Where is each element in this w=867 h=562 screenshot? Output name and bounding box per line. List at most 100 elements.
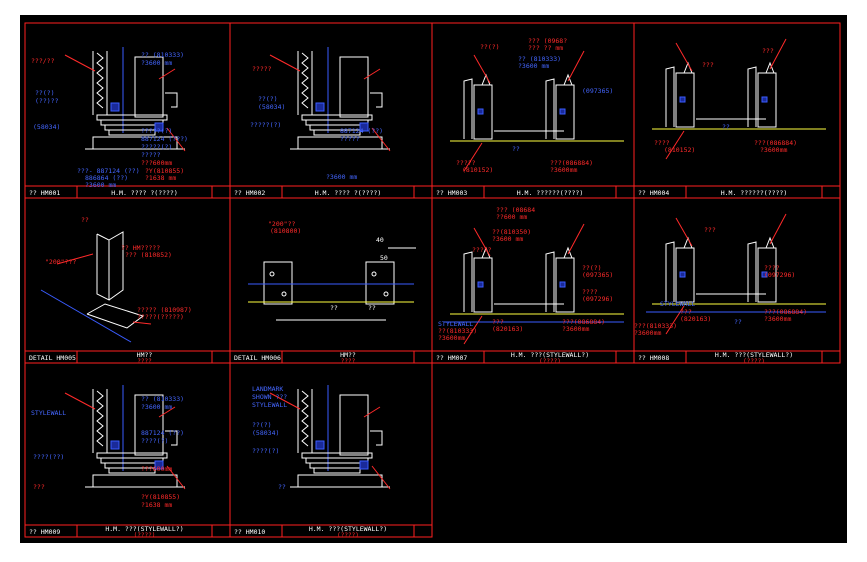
fixing-box: [761, 271, 768, 278]
callout-label: (810800): [270, 227, 301, 235]
callout-label: ?1638 mm: [145, 174, 176, 182]
stud-profile: [339, 56, 369, 118]
callout-label: (810152): [664, 146, 695, 154]
panel-subtitle: ????: [341, 358, 356, 365]
callout-label: (820163): [680, 315, 711, 323]
fixing-box: [154, 460, 164, 470]
post-body: [555, 257, 575, 313]
cap: [765, 236, 775, 249]
panel-subtitle: ????: [137, 358, 152, 365]
callout-label: 40: [376, 236, 384, 244]
detail-sheet: ???/???? (810333)?3600 mm??(?)(??)??(580…: [24, 22, 841, 539]
panel-frame: [229, 362, 433, 538]
fixing-box: [315, 102, 325, 112]
leader-line: [473, 227, 491, 257]
callout-label: ????? (810987): [137, 306, 192, 314]
leader-line: [675, 42, 693, 72]
callout-label: ??: [734, 318, 742, 326]
callout-label: ??(?): [582, 264, 602, 272]
panel-title: H.M. ???? ?(????): [315, 189, 382, 197]
callout-label: ????(??): [33, 453, 64, 461]
callout-label: ?1638 mm: [141, 501, 172, 509]
callout-label: ????: [582, 288, 598, 296]
callout-label: ???: [492, 318, 504, 326]
leader-line: [665, 305, 685, 335]
panel-subtitle: (????): [743, 358, 765, 365]
insulation-hatch: [301, 52, 309, 109]
stud-iso: [96, 233, 110, 301]
leader-line: [64, 392, 96, 410]
base-plate: [100, 457, 164, 464]
leader-line: [166, 465, 186, 490]
fixing-box: [359, 122, 369, 132]
panel-title: HM??: [137, 351, 153, 359]
leader-line: [269, 54, 301, 72]
callout-label: ???: [762, 47, 774, 55]
post-profile: [665, 241, 675, 302]
callout-label: ?3600mm: [438, 334, 465, 342]
fixing-box: [761, 96, 768, 103]
callout-label: ?3600 mm: [85, 181, 116, 189]
callout-label: ???600mm: [141, 465, 172, 473]
leader-line: [363, 406, 381, 418]
leader-line: [675, 217, 693, 247]
base-plate: [305, 457, 369, 464]
leader-line: [371, 465, 391, 490]
callout-label: STYLEWALL: [660, 300, 695, 308]
fixing-box: [315, 440, 325, 450]
insulation-hatch: [301, 390, 309, 447]
panel-code: ?? HM007: [436, 354, 467, 362]
callout-label: STYLEWALL: [438, 320, 473, 328]
cap: [563, 73, 573, 86]
leader-line: [269, 392, 301, 410]
panel-subtitle: (????): [337, 532, 359, 539]
callout-label: ?Y(810855): [145, 167, 184, 175]
callout-label: ???/??: [31, 57, 55, 65]
callout-label: ??(?): [35, 89, 55, 97]
panel-code: ?? HM010: [234, 528, 265, 536]
callout-label: ???(810333): [634, 322, 677, 330]
leader-line: [132, 321, 152, 325]
panel-title: H.M. ???(STYLEWALL?): [309, 525, 387, 533]
callout-label: ??? (0968?: [528, 37, 567, 45]
panel-title: HM??: [340, 351, 356, 359]
post-body: [473, 84, 493, 140]
leader-line: [64, 54, 96, 72]
clip-plate: [365, 261, 395, 305]
leader-line: [158, 406, 176, 418]
footing-block: [297, 474, 383, 488]
callout-label: ??(810350): [492, 228, 531, 236]
callout-label: (097365): [582, 271, 613, 279]
stud-profile: [339, 394, 369, 456]
callout-label: ????: [654, 139, 670, 147]
callout-label: ??: [330, 304, 338, 312]
footing-block: [92, 474, 178, 488]
fixing-box: [477, 281, 484, 288]
panel-code: ?? HM001: [29, 189, 60, 197]
post-body: [675, 72, 695, 128]
fixing-box: [679, 96, 686, 103]
callout-label: ??(?): [258, 95, 278, 103]
base-plate: [309, 462, 365, 469]
panel-title: H.M. ??????(????): [517, 189, 584, 197]
post-body: [555, 84, 575, 140]
callout-label: ??(810333): [438, 327, 477, 335]
fixing-box: [559, 108, 566, 115]
callout-label: ???(086884): [764, 308, 807, 316]
panel-frame: [633, 197, 841, 364]
panel-frame: [229, 197, 433, 364]
panel-subtitle: (????): [134, 532, 156, 539]
bolt-hole: [281, 291, 287, 297]
callout-label: ????(?): [141, 437, 168, 445]
callout-label: (810152): [462, 166, 493, 174]
panel-code: ?? HM002: [234, 189, 265, 197]
stud-iso: [108, 231, 124, 301]
callout-label: (097365): [582, 87, 613, 95]
callout-label: ??: [512, 145, 520, 153]
panel-code: DETAIL HM006: [234, 354, 281, 362]
panel-code: ?? HM008: [638, 354, 669, 362]
post-profile: [665, 66, 675, 127]
cad-model-space[interactable]: ???/???? (810333)?3600 mm??(?)(??)??(580…: [20, 15, 847, 543]
callout-label: (097296): [764, 271, 795, 279]
callout-label: ???(086884): [550, 159, 593, 167]
